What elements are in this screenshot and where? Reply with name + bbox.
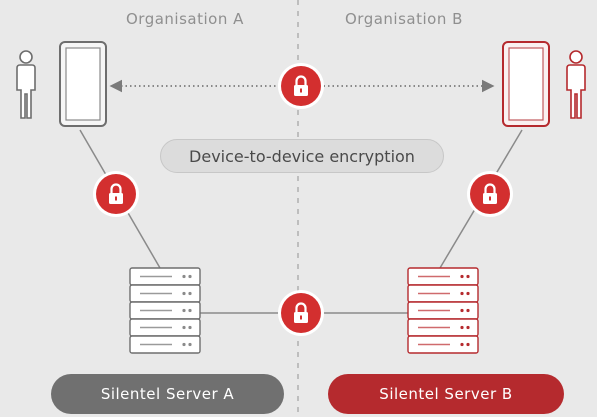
server-icon [407, 267, 479, 354]
organisation-b-label: Organisation B [345, 10, 463, 28]
organisation-a-label: Organisation A [126, 10, 244, 28]
phone-icon [59, 41, 107, 127]
lock-icon [276, 61, 326, 111]
lock-icon [91, 169, 141, 219]
person-icon [16, 50, 36, 119]
server-b-label: Silentel Server B [328, 374, 564, 414]
phone-icon [502, 41, 550, 127]
device-encryption-label: Device-to-device encryption [160, 139, 444, 173]
lock-icon [465, 169, 515, 219]
person-icon [566, 50, 586, 119]
lock-icon [276, 288, 326, 338]
server-icon [129, 267, 201, 354]
server-a-label: Silentel Server A [51, 374, 284, 414]
